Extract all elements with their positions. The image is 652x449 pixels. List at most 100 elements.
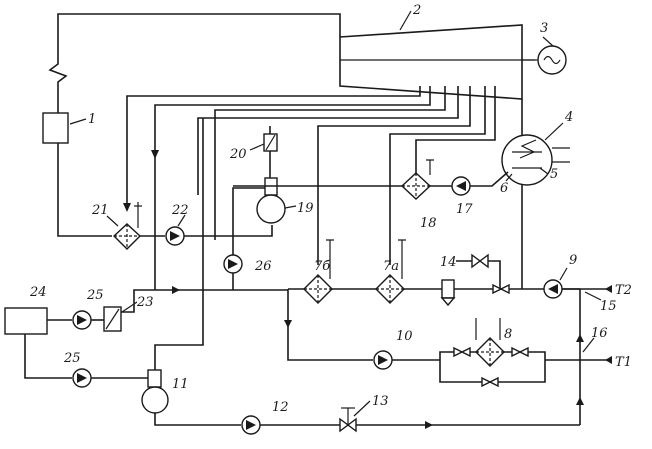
- leader-19: [284, 205, 297, 209]
- pump-25-lower: [72, 368, 92, 388]
- valve-header: [492, 283, 510, 295]
- leader-15: [584, 291, 602, 301]
- bypass-loop: [439, 351, 546, 383]
- label-3: 3: [540, 21, 548, 36]
- flow-arrow: [151, 150, 159, 159]
- pump-10: [373, 350, 393, 370]
- leader-16: [582, 337, 595, 353]
- heater-1: [42, 112, 69, 144]
- line-to-valve: [456, 260, 501, 289]
- turbine: [339, 24, 535, 100]
- leader-13: [353, 400, 371, 417]
- label-6: 6: [500, 181, 508, 196]
- leader-1: [69, 118, 87, 125]
- valve-8-bypass: [481, 376, 499, 388]
- label-t1: T1: [615, 355, 632, 370]
- vent-7b: [326, 239, 334, 279]
- heater-1-return-line: [57, 143, 112, 237]
- extraction-line-e: [317, 86, 471, 265]
- heater-20: [263, 133, 278, 152]
- extraction-line-f: [389, 86, 486, 265]
- label-11: 11: [172, 377, 189, 392]
- steam-supply-line: [48, 13, 341, 113]
- leader-4: [544, 122, 564, 141]
- valve-8-left: [453, 346, 471, 358]
- pump-22: [165, 226, 185, 246]
- label-5: 5: [550, 167, 558, 182]
- label-18: 18: [420, 216, 437, 231]
- leader-6: [505, 173, 513, 182]
- label-19: 19: [297, 201, 314, 216]
- line-24-25-lower: [24, 334, 72, 379]
- extraction-line-g: [415, 86, 496, 186]
- pump-26: [223, 254, 243, 274]
- extraction-line-d: [197, 86, 459, 195]
- heat-exchanger-18: [400, 172, 432, 200]
- label-9: 9: [569, 253, 577, 268]
- leader-22: [177, 214, 186, 227]
- extraction-line-b: [154, 86, 431, 290]
- flow-arrow: [576, 334, 584, 342]
- line-26-19: [232, 187, 265, 262]
- flow-arrow: [425, 421, 433, 429]
- label-1: 1: [88, 112, 96, 127]
- label-7a: 7а: [383, 259, 399, 274]
- leader-5: [539, 167, 549, 175]
- pump-9: [543, 279, 563, 299]
- extraction-line-c: [214, 86, 446, 240]
- label-24: 24: [29, 285, 47, 300]
- vents-8: [475, 318, 501, 340]
- filter-23: [103, 306, 122, 332]
- t2-arrow: [605, 285, 612, 293]
- flow-arrow: [284, 320, 292, 328]
- heat-exchanger-8: [475, 337, 505, 367]
- heat-exchanger-21: [112, 223, 142, 250]
- label-7b: 7б: [314, 259, 330, 274]
- label-10: 10: [396, 329, 413, 344]
- line-22-19: [184, 225, 273, 237]
- line-11-12: [154, 413, 241, 426]
- label-13: 13: [372, 394, 389, 409]
- line-to-11: [154, 118, 204, 370]
- leader-21: [106, 215, 119, 227]
- valve-8-right: [511, 346, 529, 358]
- pump-17: [451, 176, 471, 196]
- label-14: 14: [440, 255, 457, 270]
- label-21: 21: [91, 203, 109, 218]
- label-26: 26: [254, 259, 272, 274]
- deaerator-19: [256, 177, 286, 224]
- valve-13: [339, 407, 357, 433]
- label-25-lower: 25: [63, 351, 81, 366]
- leader-2: [399, 10, 412, 31]
- leader-20: [249, 143, 265, 151]
- condenser-4: [501, 134, 570, 186]
- leader-3: [542, 36, 554, 47]
- valve-upper: [471, 253, 489, 269]
- line-header-to-10: [287, 289, 373, 361]
- heat-exchanger-7b: [303, 274, 333, 304]
- tank-24: [4, 307, 48, 335]
- heat-exchanger-7a: [375, 274, 405, 304]
- flow-arrow: [123, 203, 131, 212]
- flow-arrow: [172, 286, 180, 294]
- label-22: 22: [171, 203, 189, 218]
- vent-7a: [398, 239, 406, 279]
- label-25-upper: 25: [86, 288, 104, 303]
- t1-arrow: [605, 356, 612, 364]
- deaerator-11: [141, 369, 169, 414]
- pump-12: [241, 415, 261, 435]
- label-4: 4: [564, 110, 573, 125]
- pump-25-upper: [72, 310, 92, 330]
- label-17: 17: [456, 202, 473, 217]
- label-16: 16: [591, 326, 608, 341]
- filter-14: [440, 279, 456, 307]
- extraction-line-a: [126, 86, 421, 210]
- label-8: 8: [504, 327, 512, 342]
- condensate-line-6: [470, 171, 509, 187]
- generator: [522, 45, 567, 75]
- leader-9: [559, 267, 568, 281]
- label-2: 2: [412, 3, 421, 18]
- label-20: 20: [229, 147, 247, 162]
